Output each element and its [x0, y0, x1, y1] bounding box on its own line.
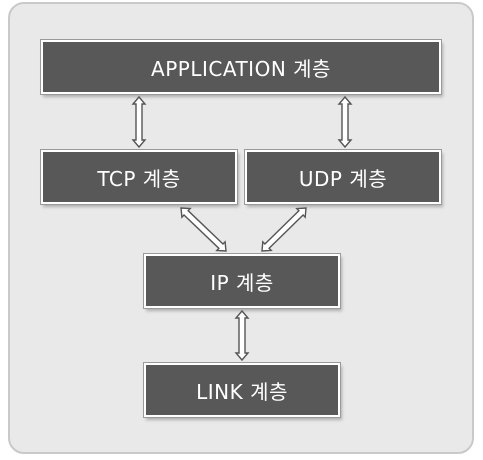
application-layer-label: APPLICATION 계층: [151, 56, 331, 81]
application-layer-box: APPLICATION 계층: [41, 40, 441, 94]
tcp-layer-label: TCP 계층: [97, 166, 181, 191]
link-layer-label: LINK 계층: [196, 379, 288, 404]
ip-layer-box: IP 계층: [144, 254, 340, 308]
udp-layer-label: UDP 계층: [298, 166, 388, 191]
link-layer-box: LINK 계층: [144, 363, 340, 417]
tcp-layer-box: TCP 계층: [41, 150, 237, 204]
ip-layer-label: IP 계층: [210, 270, 274, 295]
udp-layer-box: UDP 계층: [245, 150, 441, 204]
